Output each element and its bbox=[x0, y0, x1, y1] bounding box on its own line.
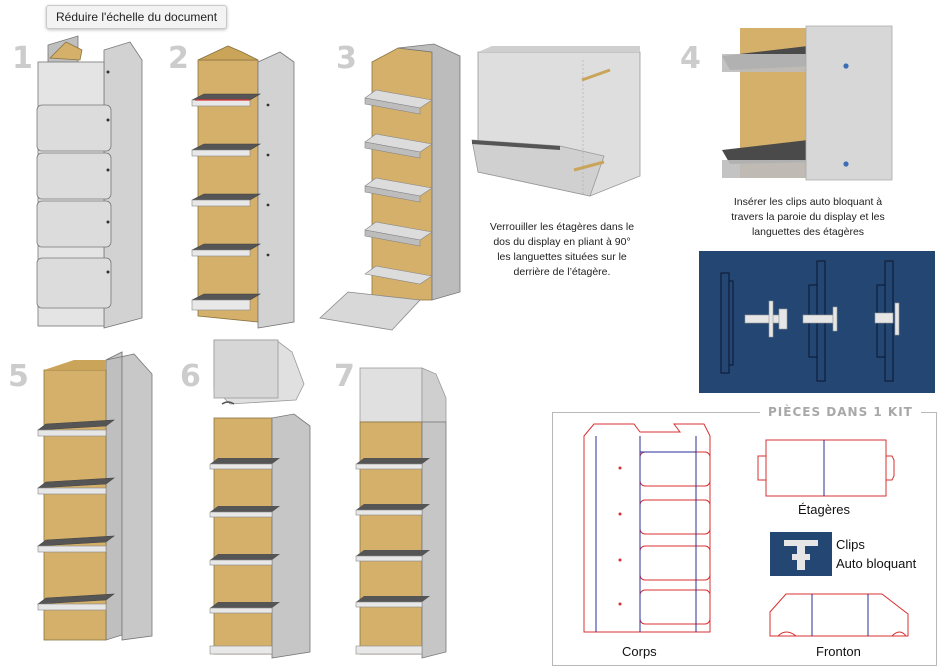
step3-figure bbox=[319, 43, 461, 331]
kit-title: PIÈCES DANS 1 KIT bbox=[760, 403, 921, 421]
step3-caption-line: dos du display en pliant à 90° bbox=[493, 236, 631, 248]
step7-figure bbox=[355, 367, 447, 659]
step3-caption-line: derrière de l’étagère. bbox=[513, 266, 611, 278]
step-number-1: 1 bbox=[12, 41, 33, 76]
step6-figure bbox=[209, 339, 311, 659]
step4-figure bbox=[722, 25, 893, 181]
step3-detail bbox=[471, 46, 641, 197]
fronton-dieline bbox=[769, 593, 909, 637]
step4-caption-line: Insérer les clips auto bloquant à bbox=[733, 196, 883, 208]
step-number-3: 3 bbox=[336, 41, 357, 76]
step-number-4: 4 bbox=[680, 41, 701, 76]
step3-caption: Verrouiller les étagères dans le dos du … bbox=[470, 220, 654, 280]
clips-label-line1: Clips bbox=[836, 537, 865, 552]
step4-caption: Insérer les clips auto bloquant à traver… bbox=[708, 195, 908, 240]
zoom-out-tooltip: Réduire l'échelle du document bbox=[46, 5, 228, 29]
step3-caption-line: les languettes situées sur le bbox=[497, 251, 627, 263]
step-number-6: 6 bbox=[180, 359, 201, 394]
corps-dieline bbox=[583, 423, 711, 633]
step4-caption-line: languettes des étagères bbox=[751, 226, 865, 238]
clips-icon bbox=[770, 532, 832, 576]
clips-diagram bbox=[720, 260, 900, 382]
step5-figure bbox=[37, 351, 153, 641]
step-number-7: 7 bbox=[334, 359, 355, 394]
step-number-5: 5 bbox=[8, 359, 29, 394]
clips-detail-panel bbox=[699, 251, 935, 393]
fronton-label: Fronton bbox=[816, 644, 861, 659]
step4-caption-line: travers la paroie du display et les bbox=[731, 211, 885, 223]
corps-label: Corps bbox=[622, 644, 657, 659]
step2-figure bbox=[191, 45, 295, 329]
clip-pin-icon bbox=[784, 540, 818, 570]
step1-figure bbox=[36, 35, 143, 329]
kit-parts-box bbox=[552, 412, 937, 666]
etageres-label: Étagères bbox=[798, 502, 851, 517]
step-number-2: 2 bbox=[168, 41, 189, 76]
etageres-dieline bbox=[757, 439, 895, 497]
step3-caption-line: Verrouiller les étagères dans le bbox=[489, 221, 635, 233]
clips-label-line2: Auto bloquant bbox=[836, 556, 917, 571]
